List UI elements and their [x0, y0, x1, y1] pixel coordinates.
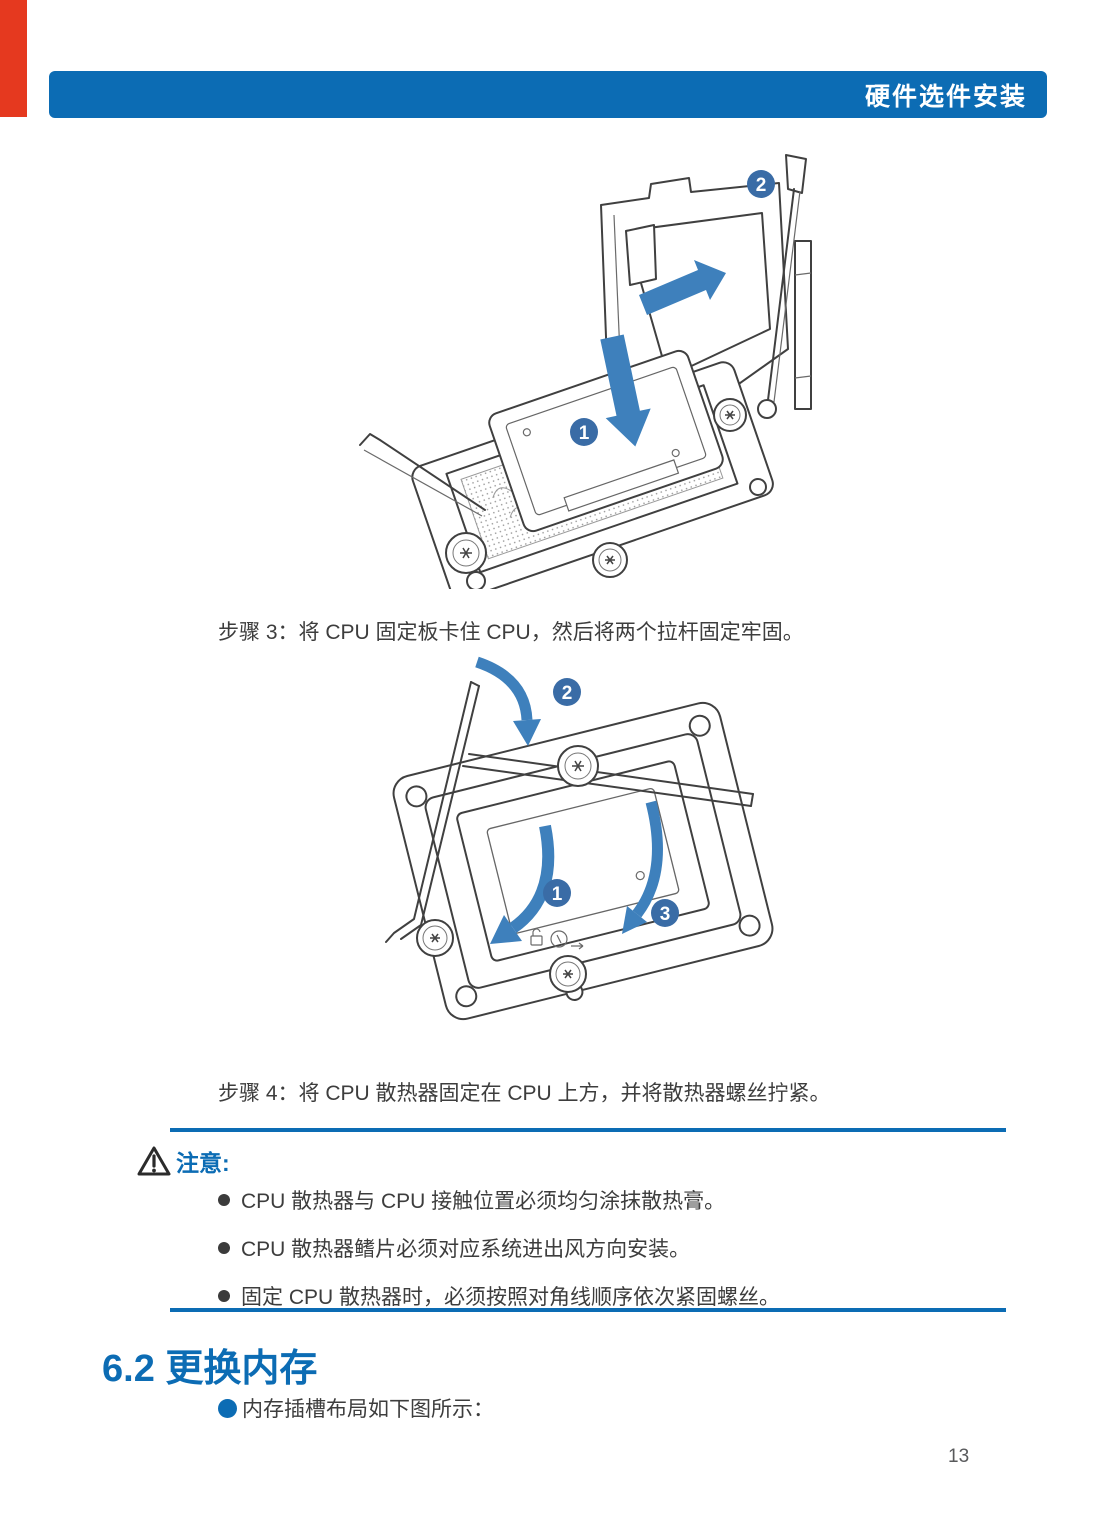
note-divider-bottom — [170, 1308, 1006, 1312]
warning-triangle-icon — [137, 1146, 171, 1175]
step-3-text: 步骤 3：将 CPU 固定板卡住 CPU，然后将两个拉杆固定牢固。 — [218, 621, 804, 644]
memory-layout-text: 内存插槽布局如下图所示： — [242, 1398, 494, 1421]
curved-arrow-1-icon — [490, 824, 555, 944]
small-arrow-icon — [571, 942, 584, 950]
unlock-icon — [530, 928, 543, 946]
badge-1-label: 1 — [579, 423, 590, 444]
memory-layout-bullet: 内存插槽布局如下图所示： — [218, 1393, 494, 1423]
mount-hole — [749, 478, 767, 496]
screw — [557, 745, 599, 787]
chapter-title: 硬件选件安装 — [864, 82, 1027, 111]
figure-cpu-install: 1 2 — [358, 153, 812, 600]
badge-1: 1 — [570, 418, 598, 446]
badge-1-label: 1 — [552, 884, 563, 905]
red-corner-tab — [0, 0, 27, 117]
bullet-dot — [218, 1242, 230, 1254]
note-bullet-3-text: 固定 CPU 散热器时，必须按照对角线顺序依次紧固螺丝。 — [241, 1286, 781, 1309]
lock-icon — [550, 930, 568, 948]
note-bullet-1-text: CPU 散热器与 CPU 接触位置必须均匀涂抹散热膏。 — [241, 1190, 726, 1213]
screw — [713, 398, 747, 432]
figure-lever-lock: 2 1 3 — [373, 656, 786, 1041]
arrow-down-icon — [600, 334, 651, 447]
arrow-up-right-icon — [639, 260, 726, 315]
screw — [549, 955, 587, 993]
page-number: 13 — [948, 1446, 970, 1467]
right-lever — [757, 154, 807, 419]
note-bullet-2-text: CPU 散热器鳍片必须对应系统进出风方向安装。 — [241, 1238, 691, 1261]
release-lever — [385, 681, 480, 943]
badge-3-label: 3 — [660, 904, 671, 925]
screw — [445, 532, 487, 574]
badge-3: 3 — [651, 899, 679, 927]
mount-hole — [466, 571, 486, 591]
curved-arrow-2-icon — [475, 656, 541, 746]
open-load-plate — [600, 177, 789, 408]
badge-2-label: 2 — [562, 683, 573, 704]
screw — [416, 919, 454, 957]
section-heading: 6.2 更换内存 — [102, 1348, 318, 1390]
screw — [592, 542, 628, 578]
step-4-text: 步骤 4：将 CPU 散热器固定在 CPU 上方，并将散热器螺丝拧紧。 — [218, 1082, 831, 1105]
left-lever — [359, 433, 486, 517]
note-bullet-1: CPU 散热器与 CPU 接触位置必须均匀涂抹散热膏。 — [218, 1185, 725, 1215]
curved-arrow-3-icon — [622, 800, 663, 934]
badge-2-label: 2 — [756, 175, 767, 196]
blue-bullet-dot — [218, 1398, 237, 1418]
cpu-chip — [488, 349, 724, 533]
bullet-dot — [218, 1290, 230, 1302]
note-bullet-3: 固定 CPU 散热器时，必须按照对角线顺序依次紧固螺丝。 — [218, 1281, 780, 1311]
retention-arms — [462, 753, 754, 807]
note-divider-top — [170, 1128, 1006, 1132]
hinge-bracket — [794, 240, 812, 410]
note-title-row: 注意: — [136, 1144, 230, 1178]
badge-2: 2 — [553, 678, 581, 706]
chapter-header-bar: 硬件选件安装 — [49, 71, 1047, 118]
bullet-dot — [218, 1194, 230, 1206]
note-title: 注意: — [176, 1150, 230, 1176]
badge-1: 1 — [543, 879, 571, 907]
badge-2: 2 — [747, 170, 775, 198]
cpu-install-drawing: 1 2 — [359, 154, 812, 600]
note-bullet-2: CPU 散热器鳍片必须对应系统进出风方向安装。 — [218, 1233, 690, 1263]
lever-lock-drawing: 2 1 3 — [385, 656, 774, 1021]
